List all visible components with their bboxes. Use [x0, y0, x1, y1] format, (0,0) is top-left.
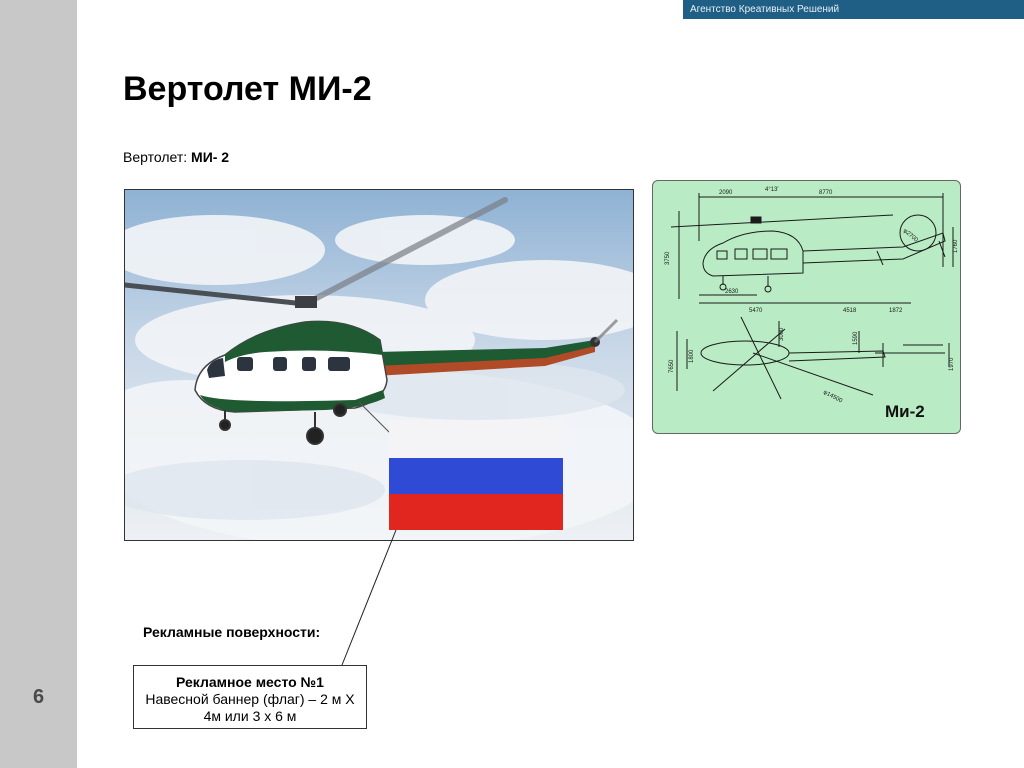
subtitle: Вертолет: МИ- 2 [123, 149, 229, 165]
ad-surfaces-label: Рекламные поверхности: [143, 624, 321, 640]
dim-5470: 5470 [749, 308, 763, 314]
dim-2090: 2090 [719, 190, 733, 196]
slide-title: Вертолет МИ-2 [123, 70, 372, 108]
ad-place-description: Навесной баннер (флаг) – 2 м Х 4м или 3 … [145, 691, 355, 724]
dim-7650: 7650 [669, 359, 675, 373]
dim-2630: 2630 [725, 289, 739, 295]
schematic-model-label: Ми-2 [885, 402, 925, 421]
helicopter-schematic: 2090 4°13' 8770 3750 2630 5470 4518 1872… [652, 180, 961, 434]
ad-place-title: Рекламное место №1 [176, 674, 324, 690]
subtitle-label: Вертолет: [123, 149, 188, 165]
dim-1970: 1970 [949, 357, 955, 371]
helicopter-photo [124, 189, 634, 541]
schematic-drawing: 2090 4°13' 8770 3750 2630 5470 4518 1872… [665, 187, 959, 421]
dim-1590: 1590 [853, 331, 859, 345]
flag-banner [389, 420, 563, 530]
dim-tail-rotor: φ2700 [902, 228, 920, 244]
dim-angle: 4°13' [765, 187, 779, 193]
helicopter-photo-illustration [125, 190, 633, 540]
dim-1800: 1800 [689, 349, 695, 363]
dim-1760: 1760 [953, 239, 959, 253]
subtitle-value: МИ- 2 [191, 149, 230, 165]
left-sidebar [0, 0, 77, 768]
dim-8770: 8770 [819, 190, 833, 196]
page-number: 6 [32, 686, 45, 708]
dim-1872: 1872 [889, 308, 903, 314]
dim-3000: 3000 [779, 327, 785, 341]
dim-4518: 4518 [843, 308, 857, 314]
ad-place-callout: Рекламное место №1 Навесной баннер (флаг… [133, 665, 367, 729]
agency-banner: Агентство Креативных Решений [683, 0, 1024, 19]
dim-rotor-diameter: φ14500 [822, 389, 844, 404]
dim-3750: 3750 [665, 251, 671, 265]
